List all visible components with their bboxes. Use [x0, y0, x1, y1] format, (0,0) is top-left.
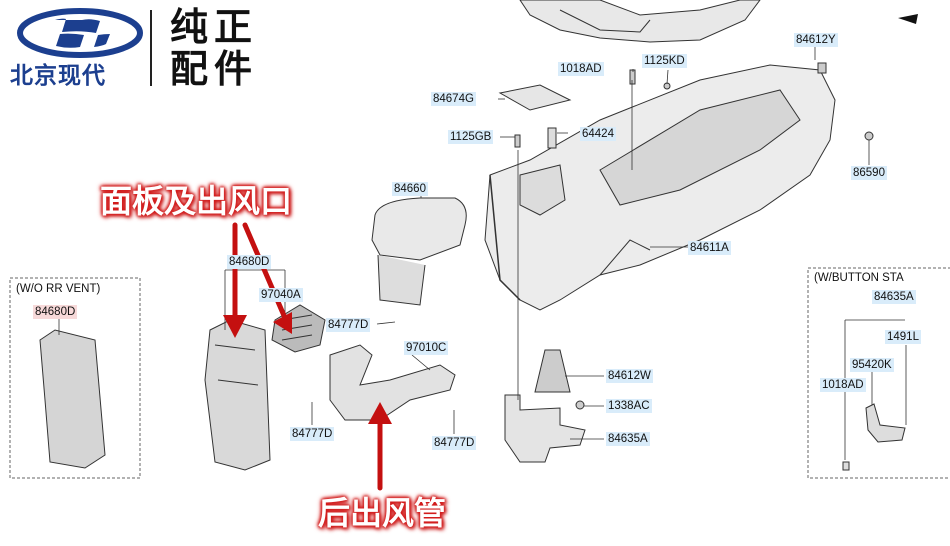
part-label-84674G[interactable]: 84674G: [431, 92, 476, 106]
direction-arrow-icon: [898, 14, 918, 24]
part-label-1125GB[interactable]: 1125GB: [448, 130, 494, 144]
part-label-97010C[interactable]: 97010C: [404, 341, 449, 355]
part-label-64424[interactable]: 64424: [580, 127, 616, 141]
part-label-1125KD[interactable]: 1125KD: [642, 54, 687, 68]
console-pad: [498, 84, 572, 111]
brand-name: 北京现代: [10, 63, 106, 89]
genuine-parts-title: 纯正 配件: [170, 6, 258, 90]
left-box-title: (W/O RR VENT): [16, 283, 101, 295]
screws: [514, 62, 874, 410]
right-box-bracket: [842, 403, 906, 471]
part-label-84777D-a[interactable]: 84777D: [326, 318, 371, 332]
box-right-dashed: [807, 267, 950, 479]
part-label-95420K[interactable]: 95420K: [850, 358, 894, 372]
part-label-84777D-b[interactable]: 84777D: [290, 427, 335, 441]
part-label-84680D-left[interactable]: 84680D: [33, 305, 78, 319]
rear-air-duct: [329, 344, 456, 421]
red-arrows: [223, 222, 392, 491]
part-label-84612Y[interactable]: 84612Y: [794, 33, 838, 47]
part-label-84777D-c[interactable]: 84777D: [432, 436, 477, 450]
part-label-97040A[interactable]: 97040A: [259, 288, 303, 302]
callout-panel-and-vent: 面板及出风口: [100, 182, 293, 220]
part-label-1018AD[interactable]: 1018AD: [558, 62, 604, 76]
armrest-lid: [371, 197, 467, 306]
part-label-1018AD-right[interactable]: 1018AD: [820, 378, 866, 392]
rear-panel: [204, 319, 271, 471]
leader-lines: [58, 45, 907, 460]
main-console-body: [484, 64, 836, 311]
part-label-1491L[interactable]: 1491L: [885, 330, 921, 344]
part-label-84660[interactable]: 84660: [392, 182, 428, 196]
box-left-dashed: [9, 277, 141, 479]
part-label-84635A-mid[interactable]: 84635A: [606, 432, 650, 446]
genuine-line-1: 纯正: [170, 5, 259, 49]
header-divider: [150, 10, 152, 86]
left-box-panel: [39, 329, 106, 469]
hyundai-logo: [10, 8, 150, 88]
genuine-line-2: 配件: [170, 47, 259, 91]
part-label-84680D-mid[interactable]: 84680D: [227, 255, 272, 269]
part-label-84611A[interactable]: 84611A: [688, 241, 731, 255]
part-label-86590[interactable]: 86590: [851, 166, 887, 180]
part-label-1338AC[interactable]: 1338AC: [606, 399, 652, 413]
callout-rear-duct: 后出风管: [318, 494, 447, 532]
mount-bracket: [504, 394, 586, 463]
part-64424-shape: [547, 127, 557, 149]
part-label-84612W[interactable]: 84612W: [606, 369, 653, 383]
upper-console-unit: [519, 0, 761, 43]
right-box-title: (W/BUTTON STA: [814, 272, 904, 284]
part-label-84635A-right[interactable]: 84635A: [872, 290, 916, 304]
shifter-boot: [534, 349, 571, 393]
